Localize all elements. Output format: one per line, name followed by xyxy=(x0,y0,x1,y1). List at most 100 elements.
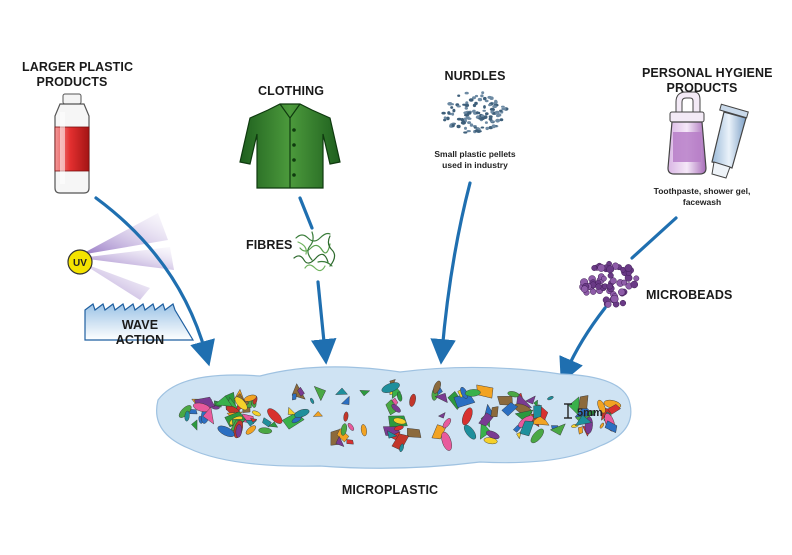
nurdle-pellet xyxy=(456,117,462,121)
sun-uv-icon xyxy=(67,213,174,300)
nurdle-pellet xyxy=(466,130,471,133)
microplastic-fragment xyxy=(267,408,283,424)
personal-hygiene-line2: PRODUCTS xyxy=(666,81,738,95)
microplastic-fragment xyxy=(346,439,354,445)
microplastic-fragment xyxy=(549,423,566,436)
microplastic-fragment xyxy=(586,410,597,416)
microplastic-fragment xyxy=(547,396,554,401)
microplastic-fragment xyxy=(577,426,584,435)
microbead xyxy=(606,265,615,274)
uv-label: UV xyxy=(73,258,87,269)
plastic-bottle-icon xyxy=(54,93,90,194)
wave-icon xyxy=(84,303,195,341)
microbead xyxy=(604,301,612,308)
nurdle-pellet xyxy=(443,118,447,122)
wave-line2: ACTION xyxy=(115,333,165,347)
microbead xyxy=(618,288,626,296)
nurdle-pellet xyxy=(488,103,492,107)
microplastic-fragment xyxy=(396,391,403,402)
wave-action-label: WAVE ACTION xyxy=(110,318,170,348)
nurdle-pellet xyxy=(491,124,496,129)
nurdle-pellet xyxy=(490,120,496,123)
arrow-icon xyxy=(94,181,678,384)
nurdle-pellet xyxy=(480,116,485,121)
microbeads-label: MICROBEADS xyxy=(646,288,733,302)
microplastic-fragments xyxy=(178,379,622,452)
scale-bar xyxy=(564,403,572,419)
nurdle-pellet xyxy=(464,103,470,107)
microplastic-fragment xyxy=(529,414,550,426)
microplastic-fragment xyxy=(287,406,297,415)
nurdle-pellet xyxy=(446,116,450,121)
nurdle-pellet xyxy=(451,112,455,116)
microbead xyxy=(633,275,640,282)
nurdle-pellet xyxy=(496,114,500,118)
microplastic-fragment xyxy=(184,410,190,422)
microplastic-fragment xyxy=(313,385,326,402)
microplastic-fragment xyxy=(597,399,606,414)
microbead xyxy=(597,263,606,272)
nurdle-pellet xyxy=(464,106,468,110)
microplastic-fragment xyxy=(251,410,261,417)
microplastic-fragment xyxy=(442,418,452,429)
microplastic-fragment xyxy=(490,406,499,417)
nurdle-pellet xyxy=(464,117,468,120)
nurdle-pellet xyxy=(489,107,495,111)
nurdle-pellet xyxy=(443,116,447,120)
nurdle-pellet xyxy=(457,94,461,97)
nurdle-pellet xyxy=(501,105,505,108)
microplastic-fragment xyxy=(310,397,315,404)
nurdle-pellet xyxy=(499,118,504,122)
nurdle-pellet xyxy=(490,110,494,114)
microplastic-fragment xyxy=(525,395,536,405)
microplastic-fragment xyxy=(381,382,400,393)
microplastic-fragment xyxy=(399,443,404,452)
microplastic-fragment xyxy=(391,404,401,413)
microbead xyxy=(601,275,607,282)
microbead xyxy=(619,299,627,307)
microplastic-fragment xyxy=(478,412,494,427)
microbeads-icon xyxy=(579,260,640,308)
nurdle-pellet xyxy=(492,105,498,108)
microplastic-fragment xyxy=(340,423,348,436)
clothing-label: CLOTHING xyxy=(257,84,325,98)
microplastic-fragment xyxy=(391,397,399,406)
nurdle-pellet xyxy=(487,95,492,99)
wave-line1: WAVE xyxy=(121,318,159,332)
microplastic-fragment xyxy=(533,405,542,419)
microplastic-fragment xyxy=(213,395,233,407)
microplastic-fragment xyxy=(387,430,398,439)
nurdle-pellet xyxy=(494,100,498,104)
microbead xyxy=(595,283,602,290)
nurdle-pellet xyxy=(483,96,487,101)
nurdle-pellet xyxy=(488,115,493,119)
microbead xyxy=(580,285,589,293)
microbead xyxy=(590,288,597,295)
microplastic-fragment xyxy=(258,427,273,434)
microplastic-fragment xyxy=(191,419,198,431)
microplastic-fragment xyxy=(250,418,258,423)
microplastic-fragment xyxy=(235,424,242,438)
nurdle-pellet xyxy=(456,124,461,129)
microplastic-fragment xyxy=(441,431,452,451)
microplastic-fragment xyxy=(202,406,215,425)
nurdle-pellet xyxy=(474,94,479,98)
nurdle-pellet xyxy=(441,111,446,115)
nurdle-pellet xyxy=(464,126,467,130)
microplastic-fragment xyxy=(486,430,500,440)
nurdle-pellet xyxy=(483,105,486,109)
shampoo-bottle-icon xyxy=(667,91,707,175)
microbead xyxy=(591,265,598,271)
microplastic-fragment xyxy=(409,393,416,407)
microplastic-fragment xyxy=(407,428,422,438)
nurdle-pellet xyxy=(499,109,503,113)
nurdles-caption: Small plastic pellets used in industry xyxy=(425,149,525,171)
nurdle-pellet xyxy=(485,126,490,131)
microplastic-fragment xyxy=(393,425,404,431)
microplastic-fragment xyxy=(217,425,235,437)
nurdle-pellet xyxy=(468,98,474,102)
microplastic-fragment xyxy=(507,391,520,398)
microplastic-fragment xyxy=(234,396,248,411)
toothpaste-tube-icon xyxy=(711,103,749,179)
